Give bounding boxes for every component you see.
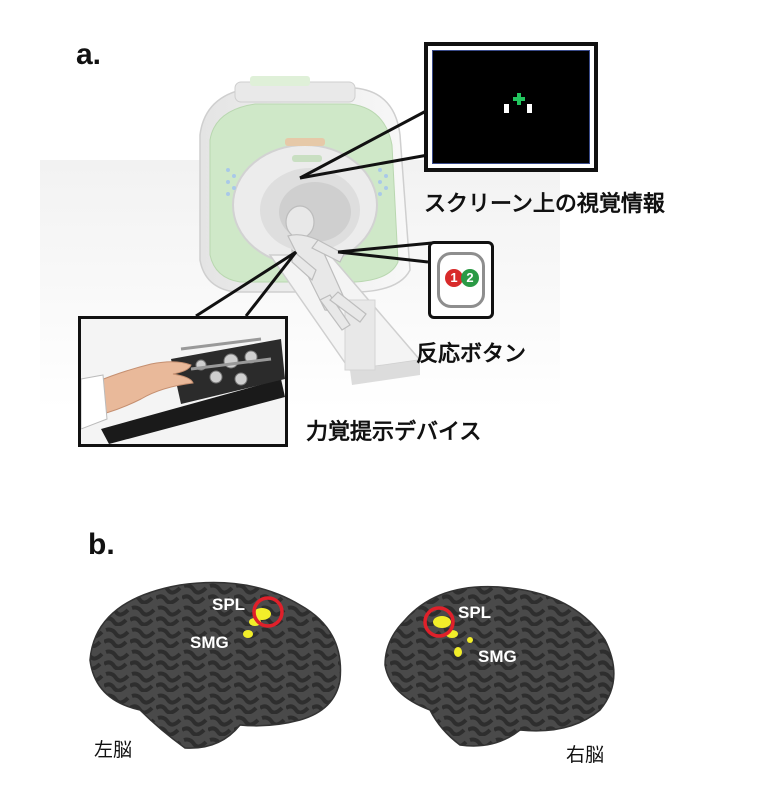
- right-spl-roi-circle: [423, 606, 455, 638]
- left-hemisphere: SPL SMG: [89, 581, 342, 749]
- stimulus-screen-inset: [424, 42, 598, 172]
- right-spl-label: SPL: [458, 603, 491, 622]
- patient-table: [268, 254, 422, 385]
- fixation-cross-icon: [513, 93, 525, 105]
- haptic-device-photo: [81, 319, 285, 444]
- button-2-icon: 2: [461, 269, 479, 287]
- left-spl-label: SPL: [212, 595, 245, 614]
- right-hemisphere: SPL SMG: [384, 585, 615, 747]
- left-target-bar: [504, 104, 509, 113]
- left-activation: [243, 608, 271, 638]
- button-caption: 反応ボタン: [416, 342, 527, 367]
- left-brain-caption: 左脳: [94, 739, 133, 761]
- response-button-inset: 1 2: [428, 241, 494, 319]
- right-smg-label: SMG: [478, 647, 517, 666]
- right-activation: [433, 616, 473, 657]
- panel-a-label: a.: [76, 38, 102, 71]
- left-spl-roi-circle: [252, 596, 284, 628]
- callout-lines: [195, 108, 433, 318]
- haptic-device-inset: [78, 316, 288, 447]
- left-smg-label: SMG: [190, 633, 229, 652]
- brain-figure: SPL SMG SPL SMG: [89, 581, 615, 749]
- right-target-bar: [527, 104, 532, 113]
- right-brain-caption: 右脳: [566, 744, 605, 766]
- subject-figure: [285, 205, 367, 331]
- screen-caption: スクリーン上の視覚情報: [424, 192, 665, 217]
- button-1-icon: 1: [445, 269, 463, 287]
- panel-b-label: b.: [88, 528, 115, 561]
- device-caption: 力覚提示デバイス: [306, 420, 482, 445]
- stimulus-screen: [432, 50, 590, 164]
- button-pad: 1 2: [437, 252, 485, 308]
